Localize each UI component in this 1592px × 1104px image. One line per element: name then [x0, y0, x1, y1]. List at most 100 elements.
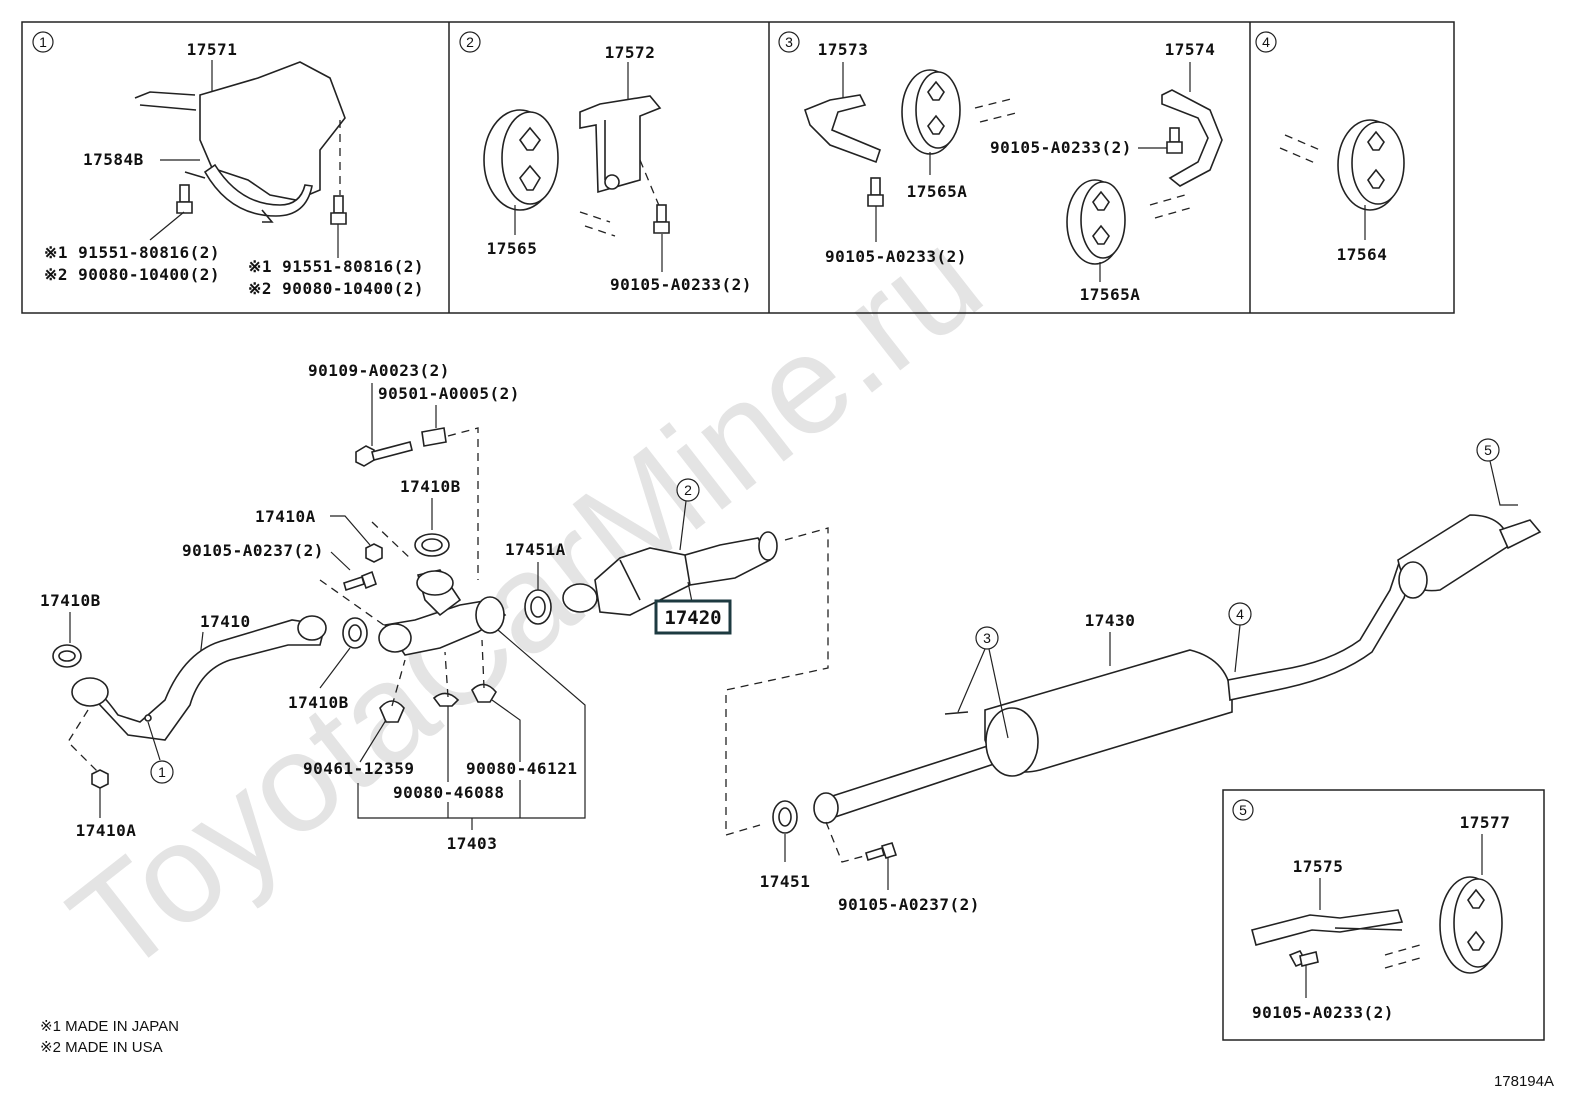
label-17451: 17451 [760, 872, 811, 891]
label-90501-a0005: 90501-A0005(2) [378, 384, 520, 403]
label-17430: 17430 [1085, 611, 1136, 630]
nut-17410a-top-shape [365, 543, 383, 563]
inset-panels: 1 17571 17584B ※1 91551-80816(2) ※2 9008… [21, 21, 1455, 314]
lead-callout-3 [957, 648, 1009, 739]
dash-mount-panel-2 [579, 211, 616, 237]
figure-id: 178194A [1494, 1073, 1554, 1090]
clamp-90080-46121-shape [471, 683, 497, 703]
lead-bolt-left-panel-1 [149, 211, 185, 241]
insulator-17577-shape [1439, 876, 1503, 974]
label-17420[interactable]: 17420 [664, 607, 721, 629]
bracket-17574-shape [1161, 89, 1223, 187]
callout-4-text: 4 [1236, 606, 1244, 622]
label-bolt-right-panel-3: 90105-A0233(2) [990, 138, 1132, 157]
bolt-left-panel-1 [176, 184, 193, 214]
label-17564: 17564 [1337, 245, 1388, 264]
clamp-90461-shape [379, 700, 405, 723]
inset-panel-1: 1 17571 17584B ※1 91551-80816(2) ※2 9008… [32, 31, 424, 298]
label-bolt-left-panel-3: 90105-A0233(2) [825, 247, 967, 266]
front-pipe-flange-right [297, 615, 327, 641]
label-17410b-left: 17410B [40, 591, 101, 610]
lead-callout-5 [1489, 460, 1518, 506]
label-17571: 17571 [187, 40, 238, 59]
dash-converter-to-muffler [725, 527, 829, 836]
gasket-17410b-left-shape [52, 644, 82, 668]
lead-17403-bracket [357, 629, 586, 819]
panel-4-marker [1255, 31, 1277, 53]
bolt-inset-5 [1288, 949, 1319, 968]
bolt-left-panel-3 [867, 177, 884, 207]
dash-bottom-bolt [825, 821, 869, 863]
insulator-17565a-lower-shape [1066, 179, 1126, 265]
inset-frame [21, 21, 1455, 314]
inset-panel-3: 3 17573 17565A 90105-A0233(2) 17574 [778, 31, 1223, 304]
panel-5-marker [1232, 799, 1254, 821]
panel-1-index: 1 [39, 34, 47, 50]
lead-17410a-top [330, 515, 371, 546]
label-17410: 17410 [200, 612, 251, 631]
gasket-17410b-mid-shape [342, 617, 368, 649]
panel-4-index: 4 [1262, 34, 1270, 50]
panel-1-marker [32, 31, 54, 53]
panel-3-index: 3 [785, 34, 793, 50]
label-right-bolt-2: ※2 90080-10400(2) [248, 279, 424, 298]
lead-90105-left [330, 551, 351, 571]
inset-panel-2: 2 17565 17572 90105-A0 [459, 31, 752, 294]
dash-bolt-panel-2 [639, 159, 661, 209]
dash-nut-flange [371, 521, 413, 561]
panel-5-index: 5 [1239, 802, 1247, 818]
converter-17420-shape [562, 531, 778, 616]
clamp-band [203, 163, 313, 217]
bolt-panel-2 [653, 204, 670, 234]
dash-spring-bolt [447, 427, 479, 580]
bracket-rod [134, 91, 197, 111]
lead-90461 [359, 719, 387, 763]
insulator-17564-shape [1337, 119, 1405, 211]
gasket-17451a-shape [524, 589, 552, 625]
front-pipe-hanger-point [144, 714, 152, 722]
callout-3-text: 3 [983, 630, 991, 646]
lead-callout-1 [147, 721, 161, 761]
panel-2-index: 2 [466, 34, 474, 50]
label-90105-a0237-left: 90105-A0237(2) [182, 541, 324, 560]
label-17410b-mid: 17410B [288, 693, 349, 712]
callout-5-text: 5 [1484, 442, 1492, 458]
panel-3-marker [778, 31, 800, 53]
label-17451a: 17451A [505, 540, 566, 559]
label-right-bolt-1: ※1 91551-80816(2) [248, 257, 424, 276]
lead-90080-46121 [491, 699, 521, 762]
dash-panel-3-a [974, 97, 1021, 123]
label-17565a-lower: 17565A [1080, 285, 1141, 304]
main-assembly: 90109-A0023(2) 90501-A0005(2) 17410B 174… [40, 361, 1542, 914]
label-90461-12359: 90461-12359 [303, 759, 414, 778]
hanger-17572-shape [579, 95, 662, 194]
inset-panel-5: 5 17575 90105-A0233(2) 17577 [1222, 789, 1545, 1041]
front-pipe-flange-left [71, 677, 109, 707]
label-bolt-panel-2: 90105-A0233(2) [610, 275, 752, 294]
label-left-bolt-2: ※2 90080-10400(2) [44, 265, 220, 284]
note-made-in-japan: ※1 MADE IN JAPAN [40, 1018, 179, 1035]
label-17410a-top: 17410A [255, 507, 316, 526]
label-17565a-upper: 17565A [907, 182, 968, 201]
bracket-17575-shape [1251, 909, 1404, 946]
highlight-box-17420[interactable] [654, 599, 732, 635]
label-left-bolt-1: ※1 91551-80816(2) [44, 243, 220, 262]
lead-callout-2 [679, 500, 687, 551]
label-17410b-top: 17410B [400, 477, 461, 496]
gasket-17410b-top-shape [414, 533, 450, 557]
clamp-tabs [184, 171, 274, 223]
dash-nut-bottom [67, 709, 99, 773]
lead-callout-4 [1234, 624, 1241, 673]
note-made-in-usa: ※2 MADE IN USA [40, 1039, 163, 1056]
nut-17410a-bottom-shape [91, 769, 109, 789]
dash-panel-3-b [1149, 194, 1191, 219]
clamp-90080-46088-shape [432, 692, 460, 707]
callout-2-marker [676, 478, 700, 502]
gasket-17451-shape [772, 800, 798, 834]
callout-1-marker [150, 760, 174, 784]
bolt-90105-left-shape [343, 570, 377, 592]
insulator-17565a-upper-shape [901, 69, 961, 155]
label-17410a-bottom: 17410A [76, 821, 137, 840]
